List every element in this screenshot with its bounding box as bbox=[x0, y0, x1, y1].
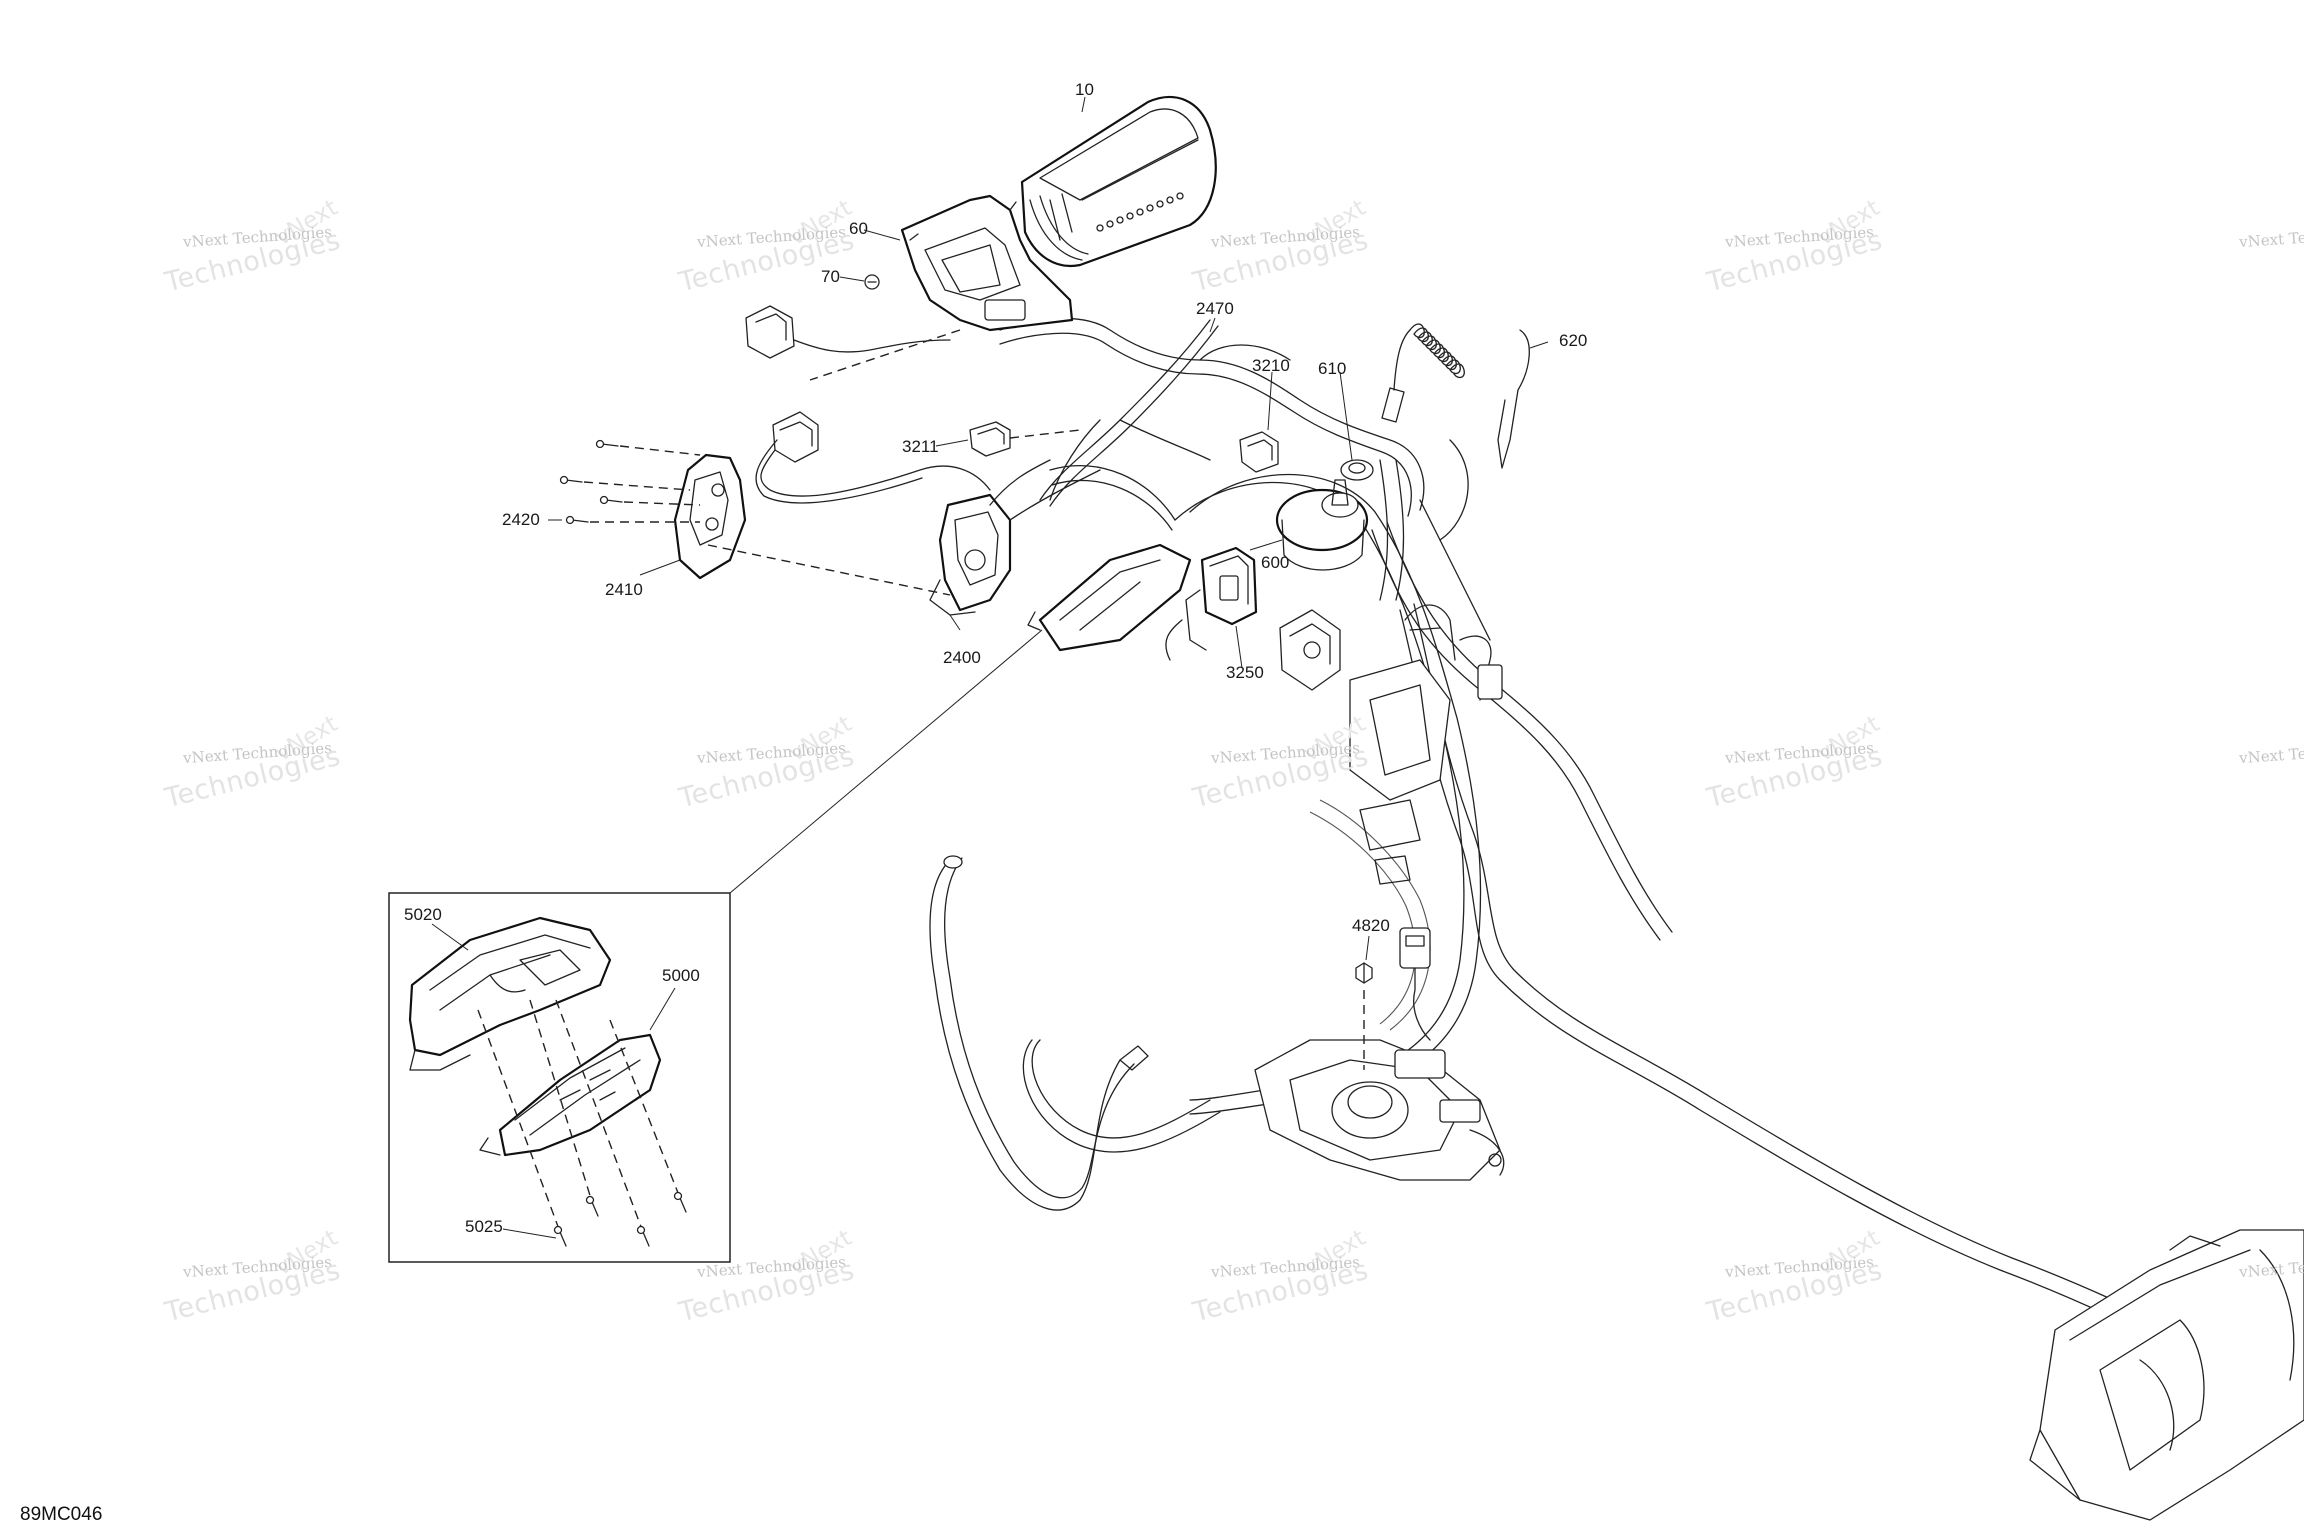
assembly-line-60 bbox=[809, 329, 961, 381]
relay-module-small bbox=[1279, 609, 1341, 691]
callout-3250: 3250 bbox=[1226, 663, 1264, 682]
harness-connector bbox=[745, 305, 951, 359]
safety-tether-cord bbox=[1339, 323, 1549, 481]
switch-screws bbox=[548, 439, 951, 596]
harness-plug bbox=[755, 411, 991, 504]
callout-5025: 5025 bbox=[465, 1217, 503, 1236]
callout-5000: 5000 bbox=[662, 966, 700, 985]
sensor-3210 bbox=[1239, 371, 1279, 473]
callout-3210: 3210 bbox=[1252, 356, 1290, 375]
callout-2470: 2470 bbox=[1196, 299, 1234, 318]
cluster-bracket bbox=[863, 194, 1074, 332]
callout-620: 620 bbox=[1559, 331, 1588, 350]
bracket-screw bbox=[839, 274, 880, 290]
fuse-box bbox=[1254, 1039, 1505, 1181]
callout-4820: 4820 bbox=[1352, 916, 1390, 935]
detail-base bbox=[479, 987, 676, 1157]
callout-5020: 5020 bbox=[404, 905, 442, 924]
wiring-harness bbox=[1022, 465, 2211, 1361]
callout-2410: 2410 bbox=[605, 580, 643, 599]
battery-cable bbox=[929, 855, 1149, 1211]
detail-cover bbox=[408, 916, 612, 1071]
control-module bbox=[1027, 543, 1192, 652]
ignition-switch bbox=[1249, 479, 1369, 571]
detail-screws bbox=[477, 999, 687, 1247]
callout-600: 600 bbox=[1261, 553, 1290, 572]
callout-10: 10 bbox=[1075, 80, 1094, 99]
ground-nut bbox=[1355, 935, 1373, 1070]
callout-610: 610 bbox=[1318, 359, 1347, 378]
callout-60: 60 bbox=[849, 219, 868, 238]
junction-bracket bbox=[1349, 604, 1503, 885]
sensor-connector-3211 bbox=[935, 421, 1081, 457]
sensor-connector bbox=[1399, 927, 1431, 1041]
relay-module bbox=[2029, 1229, 2304, 1521]
harness-strap bbox=[1039, 317, 1219, 507]
wiring-harness-upper bbox=[999, 317, 1491, 641]
figure-id: 89MC046 bbox=[20, 1504, 103, 1525]
callout-2400: 2400 bbox=[943, 648, 981, 667]
detail-leader bbox=[729, 629, 1043, 894]
callout-2420: 2420 bbox=[502, 510, 540, 529]
callout-70: 70 bbox=[821, 267, 840, 286]
handlebar-switch-housing bbox=[929, 459, 1101, 631]
instrument-cluster bbox=[1020, 95, 1217, 268]
callout-3211: 3211 bbox=[902, 437, 939, 456]
switch-mount-bracket bbox=[639, 453, 747, 580]
rocker-switch bbox=[1165, 546, 1258, 669]
